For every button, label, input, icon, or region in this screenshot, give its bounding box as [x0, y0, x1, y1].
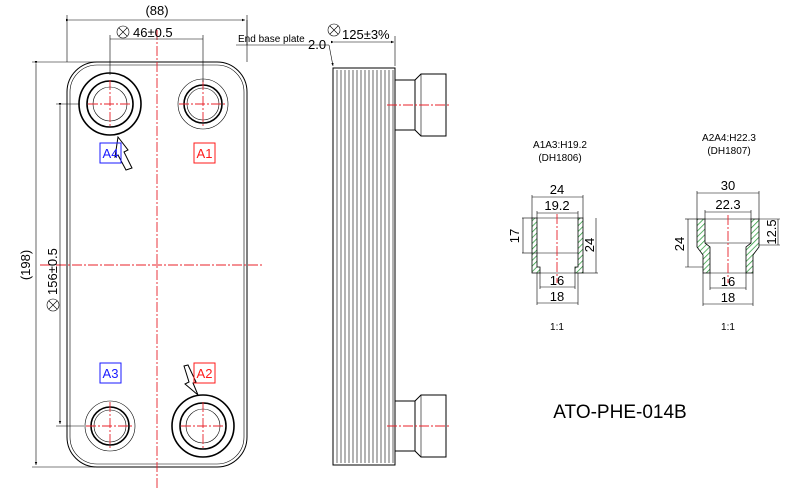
diameter-symbol-icon: [116, 25, 130, 39]
detail-title: A1A3:H19.2: [533, 140, 587, 151]
connector-bottom: [387, 394, 450, 458]
side-view: End base plate 2.0 125±3%: [236, 20, 450, 466]
port-label-box: [99, 142, 122, 164]
flow-arrow-icon: [114, 135, 133, 171]
connector-top: [387, 73, 450, 137]
dim-text: 24: [550, 182, 564, 197]
detail-title: A2A4:H22.3: [702, 133, 756, 144]
dim-text: 18: [550, 289, 564, 304]
scale-text: 1:1: [721, 322, 735, 333]
dim-text: 16: [721, 274, 735, 289]
port-label-a2: A2: [197, 366, 213, 381]
port-label-a1: A1: [197, 146, 213, 161]
plate-stack: [332, 67, 396, 466]
dim-text: 18: [721, 290, 735, 305]
height-dim-text: (198): [18, 250, 33, 280]
front-view: A4 A1 A3 A2 (88) 46±0.5 (198): [18, 3, 262, 490]
detail-code: (DH1807): [707, 146, 750, 157]
port-a2: [171, 394, 235, 458]
dim-text: 17: [507, 229, 522, 243]
port-spacing-text: 46±0.5: [133, 25, 173, 40]
detail-a1a3: A1A3:H19.2 (DH1806) 24 19.2 17 24 16 18 …: [507, 140, 598, 333]
dim-text: 22.3: [715, 197, 740, 212]
port-a1: [177, 78, 229, 130]
end-plate-dim: 2.0: [308, 37, 326, 52]
dim-text: 19.2: [544, 198, 569, 213]
port-vertical-dimension: 156±0.5: [45, 103, 84, 427]
dim-text: 24: [582, 238, 597, 252]
port-a4: [78, 72, 142, 136]
port-a3: [84, 400, 136, 452]
port-spacing-dimension: 46±0.5: [109, 25, 204, 82]
end-plate-label: End base plate: [238, 34, 305, 45]
stack-dim-text: 125±3%: [342, 27, 390, 42]
port-label-box: [193, 362, 216, 384]
diameter-symbol-icon: [46, 298, 60, 312]
plate-ribs: [336, 70, 394, 463]
scale-text: 1:1: [550, 322, 564, 333]
port-vertical-text: 156±0.5: [45, 248, 60, 295]
port-label-a3: A3: [103, 366, 119, 381]
height-dimension: (198): [18, 61, 100, 468]
diameter-symbol-icon: [327, 23, 341, 37]
dim-text: 12.5: [764, 219, 779, 244]
dim-text: 30: [721, 178, 735, 193]
port-label-a4: A4: [103, 146, 119, 161]
detail-code: (DH1806): [538, 153, 581, 164]
port-label-box: [99, 362, 122, 384]
detail-a2a4: A2A4:H22.3 (DH1807) 30 22.3 24 12.5 16 1…: [672, 133, 780, 333]
model-number: ATO-PHE-014B: [553, 402, 686, 423]
width-dim-text: (88): [145, 3, 168, 18]
dim-text: 16: [550, 273, 564, 288]
port-label-box: [193, 142, 216, 164]
dim-text: 24: [672, 237, 687, 251]
